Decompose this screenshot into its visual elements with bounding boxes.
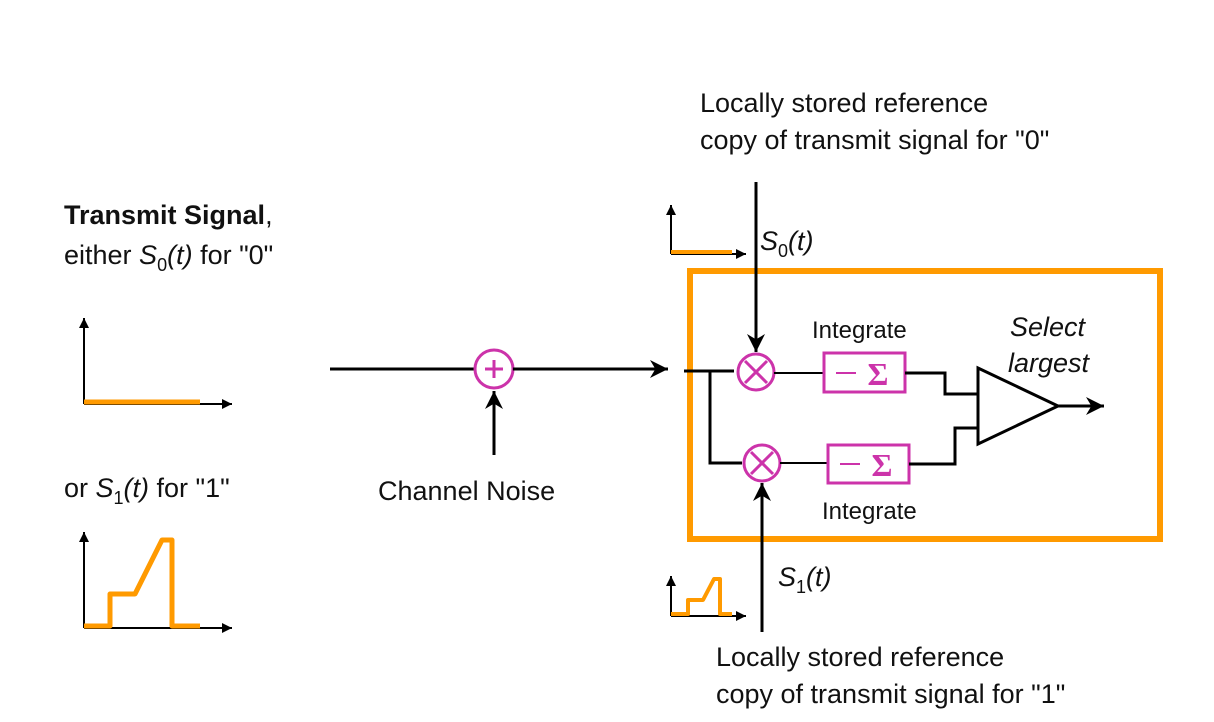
bottom-reference-line2: copy of transmit signal for "1" (716, 679, 1066, 709)
s0-reference-label: S0(t) (760, 224, 814, 268)
s1-reference-mini-plot (666, 576, 746, 621)
receiver-frame (687, 268, 1163, 542)
integrate-bottom-label: Integrate (822, 498, 917, 525)
select-largest-line2: largest (1008, 348, 1090, 378)
s1-signal-trace (84, 537, 200, 629)
select-largest-comparator (976, 365, 1062, 447)
s0-waveform-plot (79, 318, 232, 409)
top-multiplier-x2 (743, 359, 769, 385)
s1-mini-trace (671, 577, 732, 616)
or-s1-pre: or (64, 473, 96, 503)
s0-reference-mini-plot (666, 205, 746, 259)
s1-ref-sub: 1 (796, 577, 807, 597)
either-s0-var: S (139, 240, 158, 270)
bottom-multiplier-x2 (749, 450, 775, 476)
top-sigma: Σ (868, 356, 889, 392)
s1-reference-label: S1(t) (778, 560, 832, 604)
bottom-integrator-to-comparator (909, 426, 978, 466)
or-s1-arg: (t) (123, 473, 150, 503)
top-reference-line1: Locally stored reference (700, 88, 989, 118)
either-s0-post: for "0" (192, 240, 274, 270)
or-s1-post: for "1" (149, 473, 230, 503)
or-s1-var: S (95, 473, 114, 503)
either-s0-label: either S0(t) for "0" (64, 238, 273, 282)
or-s1-label: or S1(t) for "1" (64, 471, 230, 515)
s0-ref-var: S (760, 226, 779, 256)
s1-ref-var: S (778, 562, 797, 592)
s0-ref-arg: (t) (788, 226, 814, 256)
receiver-branch-down (708, 371, 742, 465)
integrate-top-label: Integrate (812, 317, 907, 344)
either-s0-sub: 0 (157, 255, 168, 275)
bottom-reference-line1: Locally stored reference (716, 642, 1005, 672)
transmit-signal-comma: , (265, 200, 273, 230)
s0-ref-sub: 0 (778, 241, 789, 261)
channel-noise-label: Channel Noise (378, 476, 556, 506)
or-s1-sub: 1 (113, 488, 124, 508)
bottom-sigma: Σ (872, 447, 893, 483)
transmit-signal-bold: Transmit Signal (64, 200, 266, 230)
either-s0-arg: (t) (167, 240, 193, 270)
top-reference-line2: copy of transmit signal for "0" (700, 125, 1050, 155)
either-s0-pre: either (64, 240, 140, 270)
s1-ref-arg: (t) (806, 562, 832, 592)
s1-waveform-plot (79, 532, 232, 633)
select-largest-line1: Select (1010, 312, 1086, 342)
transmit-signal-title: Transmit Signal, (64, 198, 273, 232)
top-integrator-to-comparator (905, 371, 978, 396)
